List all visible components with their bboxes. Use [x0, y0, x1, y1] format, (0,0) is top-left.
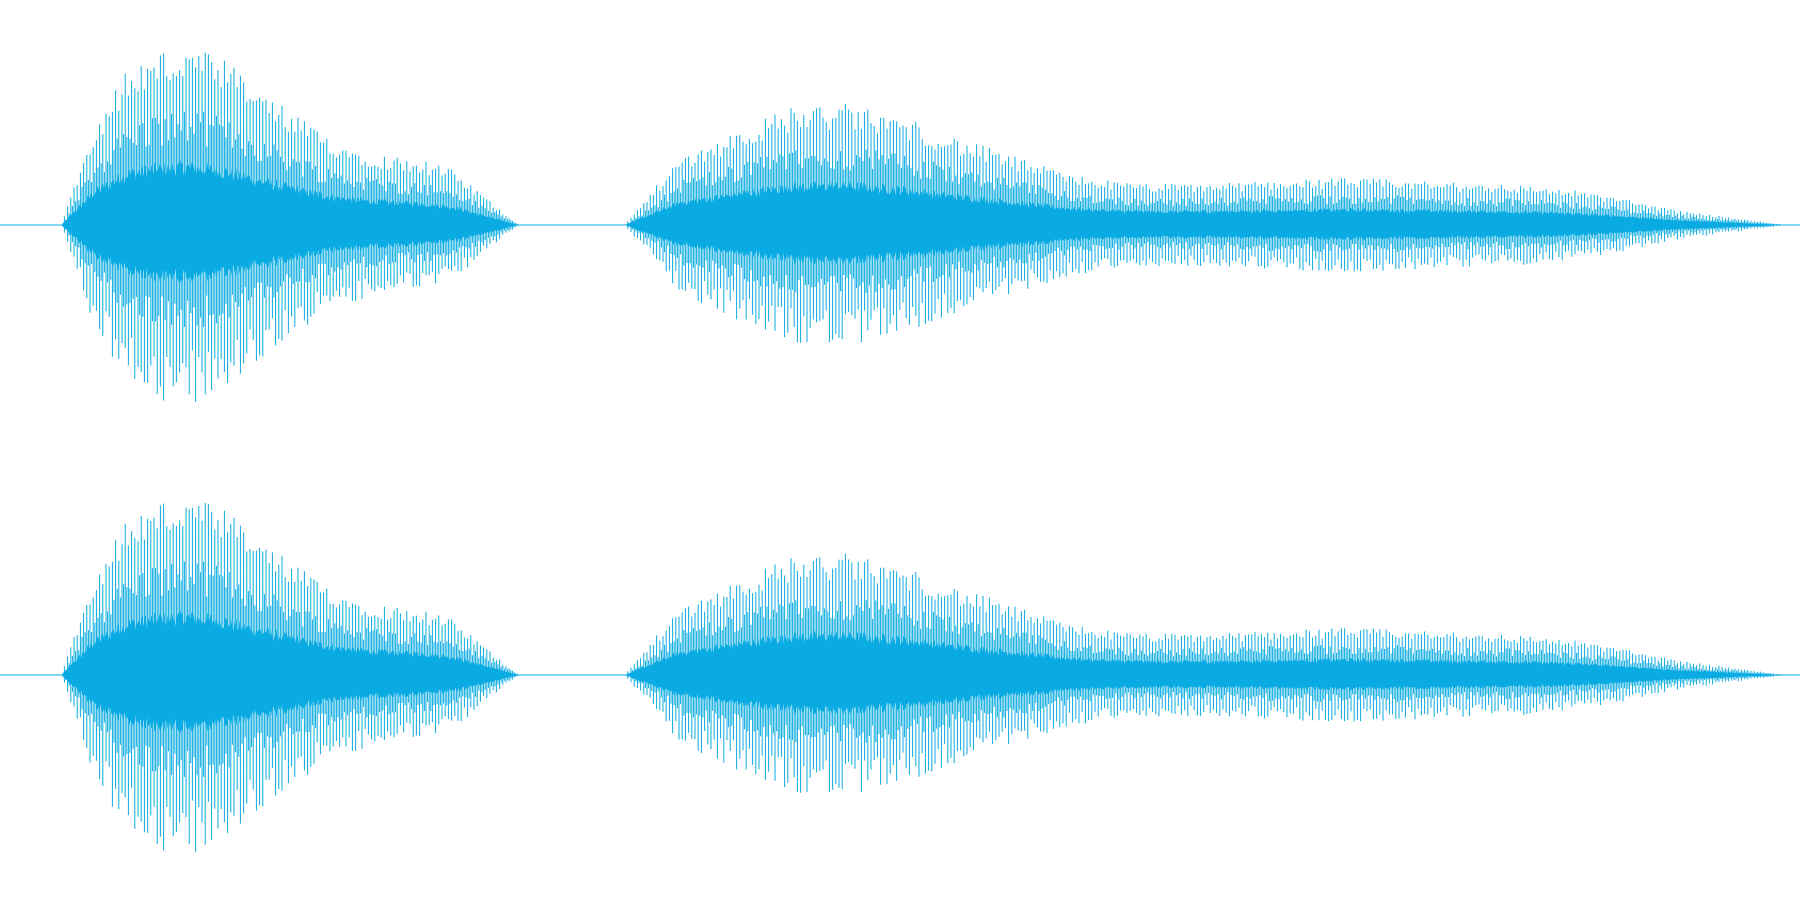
waveform-channel-2 — [0, 502, 1800, 852]
waveform-channel-1 — [0, 52, 1800, 402]
waveform-spikes — [63, 52, 518, 402]
waveform-segment — [61, 502, 519, 852]
waveform-segment — [624, 103, 1786, 343]
waveform-segment — [624, 553, 1786, 793]
waveform-spikes — [627, 553, 1786, 793]
waveform-spikes — [63, 502, 518, 852]
waveform-spikes — [627, 103, 1786, 343]
waveform-segment — [61, 52, 519, 402]
